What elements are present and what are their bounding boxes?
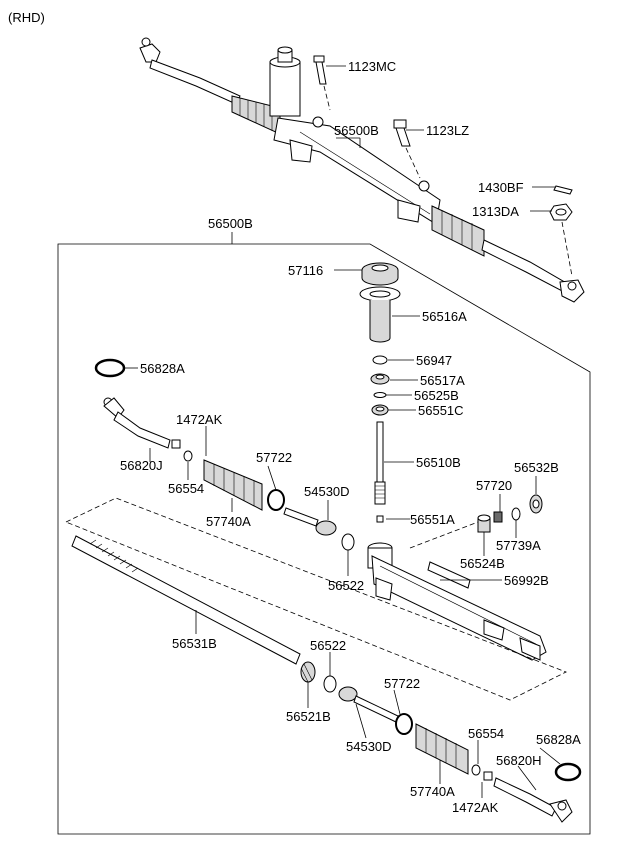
label-57739A: 57739A xyxy=(496,538,541,553)
label-56500B-box: 56500B xyxy=(208,216,253,231)
label-56524B: 56524B xyxy=(460,556,505,571)
part-56525B-oring xyxy=(373,392,387,398)
part-56532B-plug xyxy=(529,494,543,514)
cotter-pin-1430BF xyxy=(553,185,573,195)
top-leader-lines xyxy=(326,65,556,212)
label-56521B: 56521B xyxy=(286,709,331,724)
part-56554-clip-right xyxy=(471,764,481,776)
label-56820J: 56820J xyxy=(120,458,163,473)
part-56516A-cover xyxy=(359,286,401,343)
top-right-tie-rod-end xyxy=(559,279,585,303)
part-57740A-boot-right xyxy=(415,723,469,775)
part-56947-nut xyxy=(372,355,388,365)
label-56820H: 56820H xyxy=(496,753,542,768)
part-56551A-bearing xyxy=(376,515,384,523)
part-56551C-bearing xyxy=(371,404,389,416)
label-57720: 57720 xyxy=(476,478,512,493)
label-57722-right: 57722 xyxy=(384,676,420,691)
part-56992B-rack-housing xyxy=(367,542,547,661)
part-56522-washer-left xyxy=(341,533,355,551)
label-56522-right: 56522 xyxy=(310,638,346,653)
top-right-tie-rod xyxy=(481,239,569,293)
label-56532B: 56532B xyxy=(514,460,559,475)
label-57740A-right: 57740A xyxy=(410,784,455,799)
label-56500B-top: 56500B xyxy=(334,123,379,138)
part-1472AK-nut-left xyxy=(171,439,181,449)
top-right-boot xyxy=(431,205,485,257)
label-57740A-left: 57740A xyxy=(206,514,251,529)
part-56524B-yoke xyxy=(477,514,491,533)
part-54530D-inner-tie-rod-right xyxy=(338,686,399,723)
box-leader-lines xyxy=(124,269,561,798)
part-56517A-plug xyxy=(370,373,390,385)
top-left-tie-rod xyxy=(149,59,241,105)
label-1430BF: 1430BF xyxy=(478,180,524,195)
part-56820J-tie-rod-end xyxy=(103,397,171,449)
part-57739A-oring xyxy=(511,507,521,521)
label-56522-left: 56522 xyxy=(328,578,364,593)
label-56531B: 56531B xyxy=(172,636,217,651)
label-56516A: 56516A xyxy=(422,309,467,324)
label-1123LZ: 1123LZ xyxy=(426,123,469,138)
part-56531B-rack xyxy=(71,535,301,665)
label-57722-left: 57722 xyxy=(256,450,292,465)
top-mount-bracket-right xyxy=(397,199,421,223)
label-56947: 56947 xyxy=(416,353,452,368)
bolt-1123MC xyxy=(313,55,327,85)
top-mount-bracket-left xyxy=(289,139,313,163)
label-1472AK-right: 1472AK xyxy=(452,800,499,815)
label-1472AK-left: 1472AK xyxy=(176,412,223,427)
label-56551A: 56551A xyxy=(410,512,455,527)
part-57116-cap xyxy=(361,262,399,286)
label-54530D-right: 54530D xyxy=(346,739,392,754)
label-56510B: 56510B xyxy=(416,455,461,470)
bolt-1123LZ xyxy=(393,119,411,147)
label-56828A-right: 56828A xyxy=(536,732,581,747)
label-56992B: 56992B xyxy=(504,573,549,588)
part-56828A-right-clamp xyxy=(554,762,582,782)
top-steering-gear-assembly xyxy=(139,37,585,303)
part-57722-clamp-left xyxy=(267,489,285,511)
label-57116: 57116 xyxy=(288,263,323,278)
label-56551C: 56551C xyxy=(418,403,464,418)
part-1472AK-nut-right xyxy=(483,771,493,781)
exploded-view-frame xyxy=(57,243,591,835)
label-1123MC: 1123MC xyxy=(348,59,396,74)
nut-1313DA xyxy=(549,203,573,221)
variant-label: (RHD) xyxy=(8,10,45,25)
part-56522-washer-right xyxy=(323,675,337,693)
label-1313DA: 1313DA xyxy=(472,204,519,219)
top-left-tie-rod-end xyxy=(139,43,161,63)
label-56828A-left: 56828A xyxy=(140,361,185,376)
part-56828A-left-clamp xyxy=(94,358,126,378)
part-57740A-boot-left xyxy=(203,459,263,511)
pinion-stack xyxy=(359,262,401,523)
part-57720-spring xyxy=(493,511,503,523)
label-56517A: 56517A xyxy=(420,373,465,388)
part-54530D-inner-tie-rod-left xyxy=(283,507,337,536)
part-56510B-pinion xyxy=(374,421,386,505)
label-56554-left: 56554 xyxy=(168,481,204,496)
part-56554-clip-left xyxy=(183,450,193,462)
part-56521B-bushing xyxy=(300,661,316,683)
label-54530D-left: 54530D xyxy=(304,484,350,499)
part-57722-clamp-right xyxy=(395,713,413,735)
label-56525B: 56525B xyxy=(414,388,459,403)
top-pinion-housing xyxy=(269,46,301,117)
part-56820H-tie-rod-end xyxy=(493,777,573,823)
label-56554-right: 56554 xyxy=(468,726,504,741)
